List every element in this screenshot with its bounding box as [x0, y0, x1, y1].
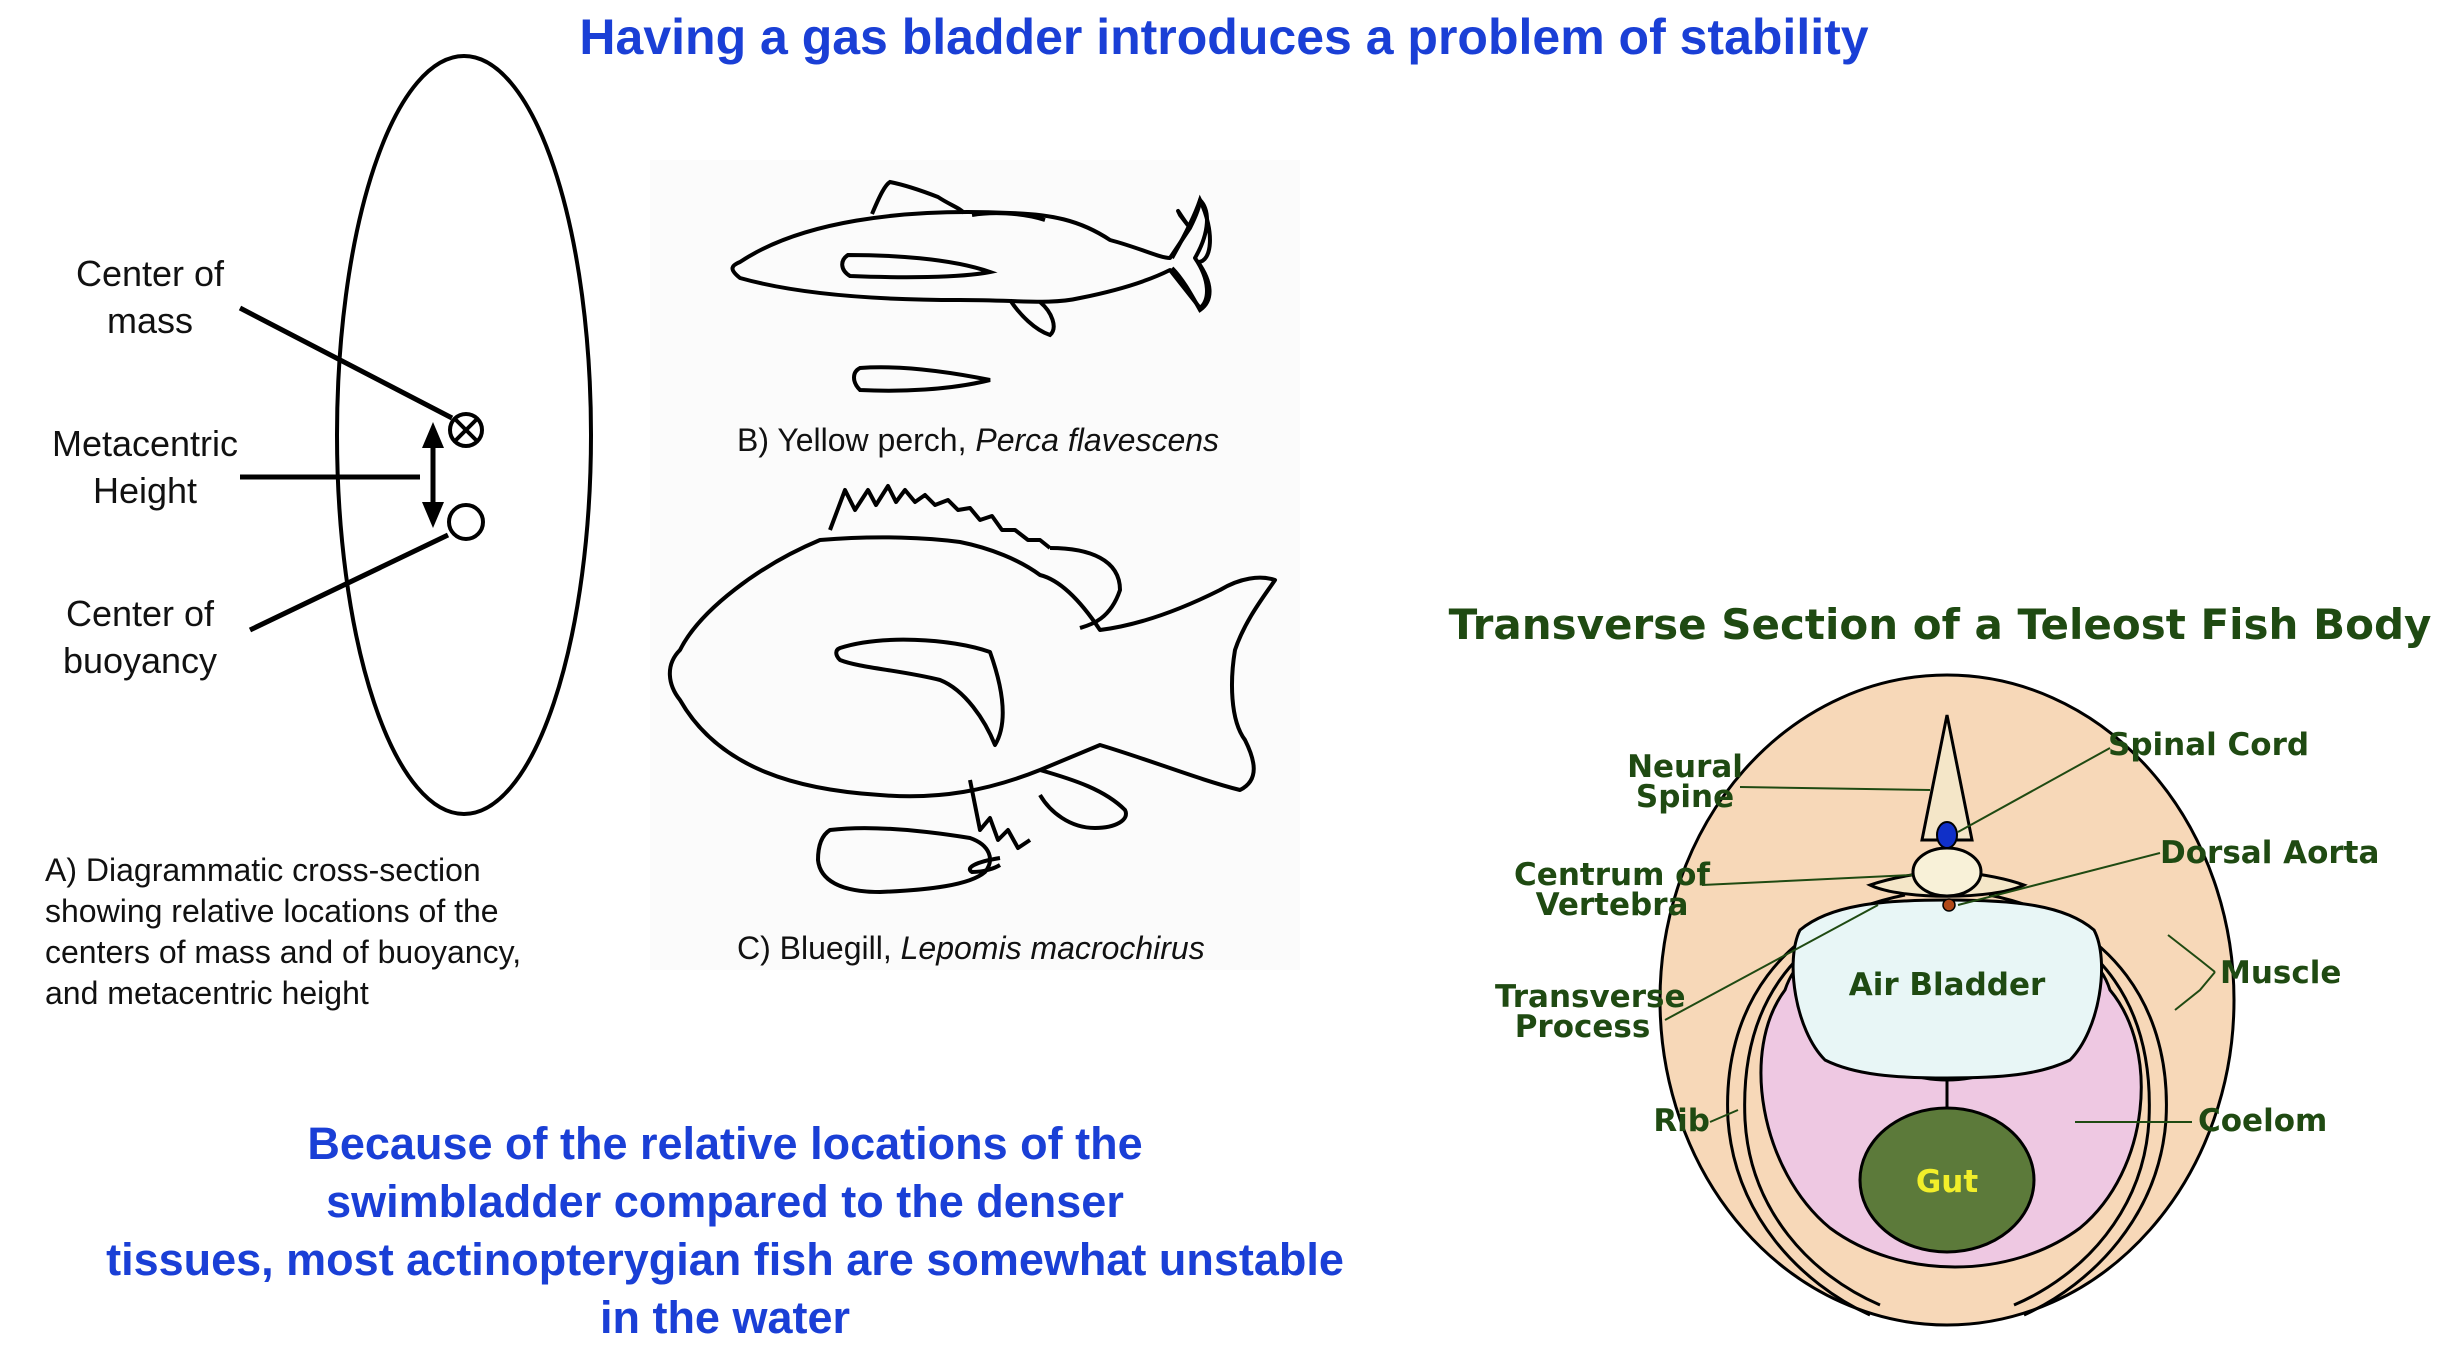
- label-metacentric-height: Metacentric Height: [51, 423, 239, 511]
- label-centrum-of-vertebra: Centrum of Vertebra: [1514, 857, 1710, 923]
- bluegill-drawing: [667, 484, 1277, 894]
- label-center-of-mass: Center of mass: [75, 253, 225, 341]
- label-neural-spine: Neural Spine: [1627, 749, 1743, 815]
- caption-panel-c: C) Bluegill, Lepomis macrochirus: [737, 930, 1205, 966]
- centrum-of-vertebra: [1911, 846, 1983, 898]
- bottom-note: Because of the relative locations of the…: [106, 1118, 1344, 1343]
- dorsal-aorta: [1942, 898, 1956, 912]
- label-dorsal-aorta: Dorsal Aorta: [2160, 835, 2380, 871]
- label-rib: Rib: [1653, 1103, 1710, 1139]
- leader-line-buoyancy: [248, 532, 450, 633]
- center-of-mass-icon: [448, 412, 484, 448]
- label-transverse-process: Transverse Process: [1495, 979, 1686, 1045]
- label-center-of-buoyancy: Center of buoyancy: [62, 593, 218, 681]
- spinal-cord: [1936, 821, 1958, 849]
- caption-panel-b: B) Yellow perch, Perca flavescens: [737, 422, 1220, 458]
- yellow-perch-drawing: [730, 179, 1212, 393]
- caption-panel-a: A) Diagrammatic cross-section showing re…: [45, 852, 522, 1011]
- label-gut: Gut: [1915, 1164, 1979, 1200]
- gut-region: [1858, 1106, 2036, 1254]
- label-muscle: Muscle: [2220, 955, 2342, 991]
- metacentric-arrow-icon: [422, 422, 444, 528]
- center-of-buoyancy-icon: [447, 503, 485, 541]
- label-air-bladder: Air Bladder: [1848, 967, 2046, 1003]
- teleost-title: Transverse Section of a Teleost Fish Bod…: [1448, 600, 2432, 649]
- label-coelom: Coelom: [2198, 1103, 2328, 1139]
- page-title: Having a gas bladder introduces a proble…: [579, 9, 1869, 65]
- leader-line-mass: [238, 305, 454, 421]
- label-leader-lines: [1664, 747, 2216, 1123]
- label-spinal-cord: Spinal Cord: [2108, 727, 2310, 763]
- cross-section-ellipse: [335, 54, 593, 816]
